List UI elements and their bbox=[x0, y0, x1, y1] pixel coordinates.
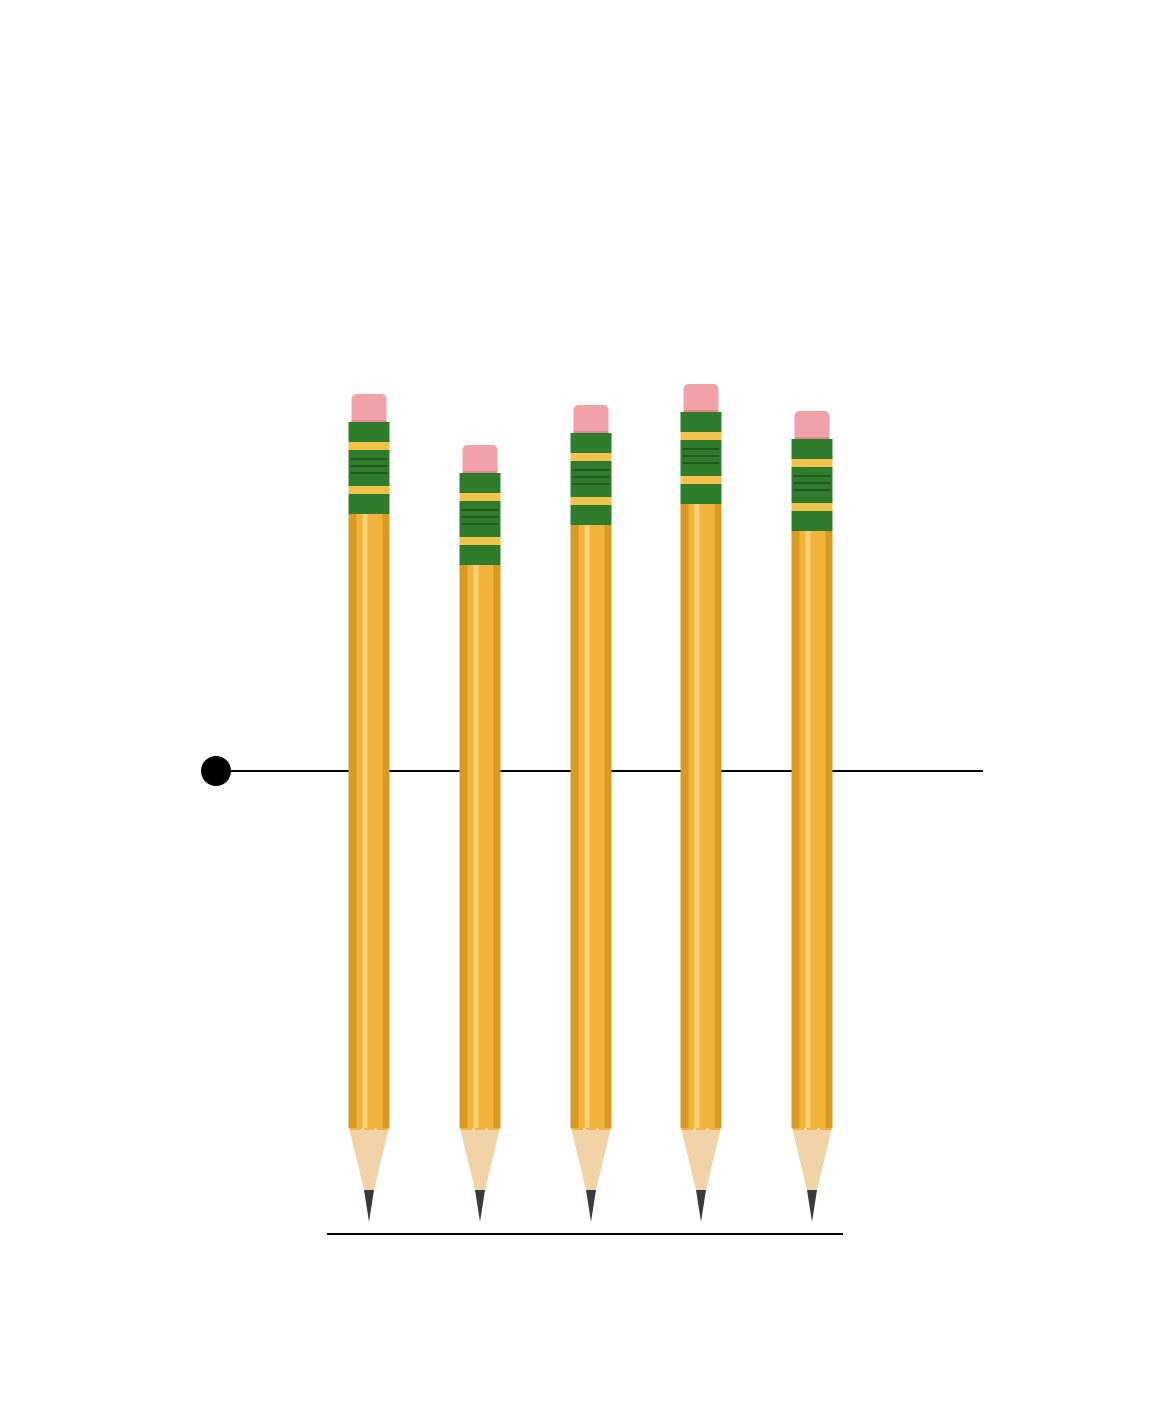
pencil-body-highlight bbox=[584, 525, 590, 1128]
pencil-body-highlight bbox=[805, 531, 811, 1128]
wood-cone bbox=[571, 1130, 611, 1190]
eraser bbox=[683, 384, 719, 418]
ferrule-band bbox=[680, 432, 722, 440]
pencils-group bbox=[348, 384, 833, 1222]
ferrule-band bbox=[680, 476, 722, 484]
ferrule-band bbox=[459, 537, 501, 545]
ferrule-ridge bbox=[793, 489, 831, 491]
ferrule-band bbox=[570, 453, 612, 461]
pencil-body-highlight bbox=[694, 504, 700, 1128]
ferrule-ridge bbox=[793, 475, 831, 477]
pencil-body-shadow bbox=[570, 525, 579, 1128]
ferrule-ridge bbox=[682, 455, 720, 457]
eraser bbox=[794, 411, 830, 445]
ferrule bbox=[348, 422, 390, 514]
wood-cone bbox=[681, 1130, 721, 1190]
pencil-body-edge bbox=[604, 525, 612, 1128]
pencil-icon bbox=[570, 405, 612, 1222]
wood-cone bbox=[792, 1130, 832, 1190]
lead-tip bbox=[475, 1190, 485, 1222]
dot-icon bbox=[201, 756, 231, 786]
ferrule-ridge bbox=[461, 509, 499, 511]
ferrule-ridge bbox=[682, 448, 720, 450]
eraser bbox=[462, 445, 498, 479]
pencil-body-edge bbox=[825, 531, 833, 1128]
pencil-body-highlight bbox=[362, 514, 368, 1128]
ferrule-ridge bbox=[461, 523, 499, 525]
ferrule-ridge bbox=[793, 482, 831, 484]
eraser bbox=[573, 405, 609, 439]
lead-tip bbox=[586, 1190, 596, 1222]
ferrule-band bbox=[459, 493, 501, 501]
eraser bbox=[351, 394, 387, 428]
pencil-icon bbox=[459, 445, 501, 1222]
ferrule-band bbox=[348, 486, 390, 494]
lead-tip bbox=[696, 1190, 706, 1222]
ferrule-ridge bbox=[350, 465, 388, 467]
pencil-body-shadow bbox=[459, 565, 468, 1128]
lead-tip bbox=[364, 1190, 374, 1222]
ferrule bbox=[459, 473, 501, 565]
pencil-icon bbox=[680, 384, 722, 1222]
ferrule-band bbox=[570, 497, 612, 505]
ferrule-ridge bbox=[572, 483, 610, 485]
pencil-body-edge bbox=[714, 504, 722, 1128]
pencil-body-shadow bbox=[348, 514, 357, 1128]
pencil-icon bbox=[791, 411, 833, 1222]
ferrule-ridge bbox=[461, 516, 499, 518]
pencil-body-highlight bbox=[473, 565, 479, 1128]
pencil-body-edge bbox=[493, 565, 501, 1128]
pencil-body-edge bbox=[382, 514, 390, 1128]
ferrule-band bbox=[791, 459, 833, 467]
wood-cone bbox=[349, 1130, 389, 1190]
lead-tip bbox=[807, 1190, 817, 1222]
ferrule-ridge bbox=[572, 469, 610, 471]
ferrule-ridge bbox=[350, 472, 388, 474]
ferrule bbox=[570, 433, 612, 525]
ferrule bbox=[791, 439, 833, 531]
ferrule bbox=[680, 412, 722, 504]
ferrule-ridge bbox=[350, 458, 388, 460]
ferrule-band bbox=[791, 503, 833, 511]
ferrule-ridge bbox=[682, 462, 720, 464]
pencil-icon bbox=[348, 394, 390, 1222]
pencil-body-shadow bbox=[791, 531, 800, 1128]
ferrule-band bbox=[348, 442, 390, 450]
wood-cone bbox=[460, 1130, 500, 1190]
ferrule-ridge bbox=[572, 476, 610, 478]
pencil-body-shadow bbox=[680, 504, 689, 1128]
